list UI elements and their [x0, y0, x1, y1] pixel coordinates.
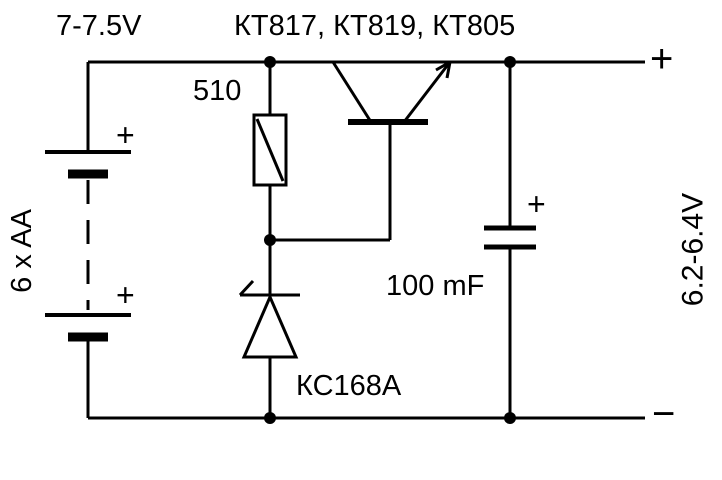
transistor-emitter-arrow-barb2 [445, 61, 452, 79]
battery-cell2-polarity-label: + [116, 277, 135, 313]
resistor [252, 62, 288, 240]
capacitor-value-label: 100 mF [386, 270, 485, 302]
zener-diode [238, 240, 300, 418]
resistor-value-label: 510 [193, 75, 242, 107]
junction-dot-base-node [264, 234, 276, 246]
junction-dot-top-capacitor [504, 56, 516, 68]
transistor-models-label: КТ817, КТ819, КТ805 [234, 10, 516, 42]
resistor-diagonal-mark [255, 118, 285, 182]
battery-cell1-polarity-label: + [116, 117, 135, 153]
output-voltage-label: 6.2-6.4V [676, 192, 710, 307]
junction-dot-bottom-zener [264, 412, 276, 424]
output-negative-terminal-label: − [652, 392, 676, 436]
junction-dot-top-resistor [264, 56, 276, 68]
capacitor-polarity-label: + [527, 186, 546, 222]
transistor-emitter-lead [402, 61, 452, 123]
transistor-collector-lead [331, 61, 373, 123]
transistor [331, 60, 452, 125]
transistor-emitter-arrow-barb1 [435, 60, 451, 72]
battery-pack-label: 6 x AA [6, 209, 39, 293]
zener-anode-triangle [241, 293, 299, 359]
zener-model-label: КС168А [296, 370, 402, 402]
output-positive-terminal-label: + [650, 37, 674, 81]
capacitor [484, 62, 536, 418]
input-voltage-label: 7-7.5V [56, 10, 142, 42]
battery [45, 62, 131, 418]
junction-dot-bottom-capacitor [504, 412, 516, 424]
zener-cathode-hook [238, 279, 255, 297]
